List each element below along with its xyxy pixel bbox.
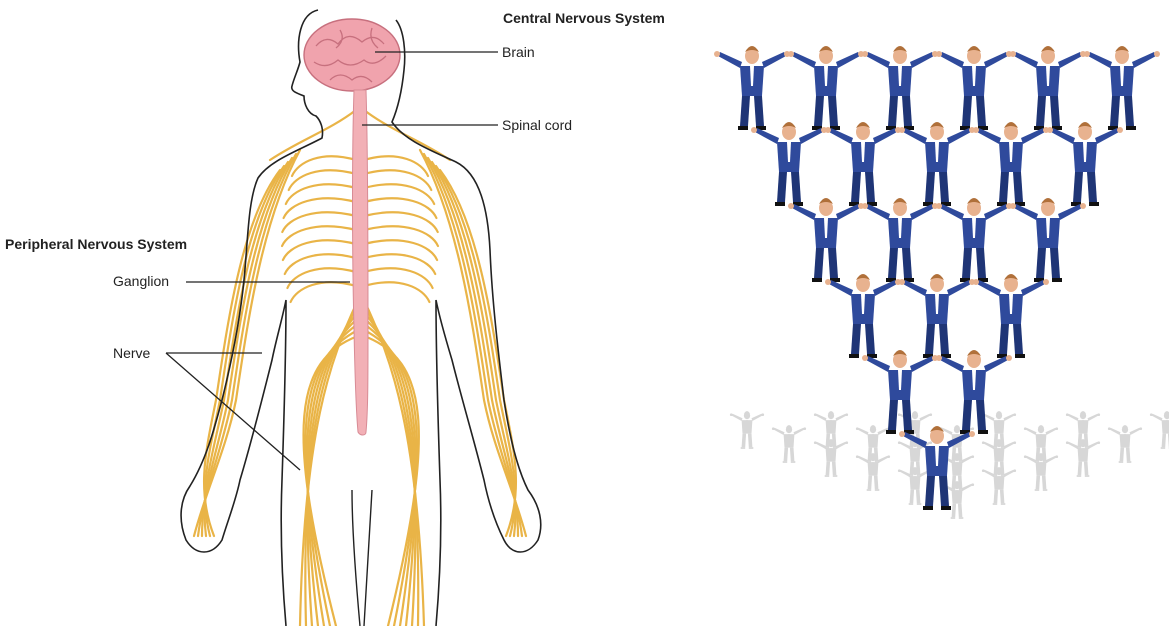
- nerve-stroke: [364, 226, 438, 246]
- nerve-stroke: [291, 282, 356, 302]
- nerve-label: Nerve: [113, 345, 150, 361]
- businessman-figure: [899, 122, 975, 206]
- businessman-figure: [730, 411, 764, 449]
- pyramid-people: [714, 46, 1160, 510]
- businessman-figure: [936, 198, 1012, 282]
- businessman-figure: [1010, 46, 1086, 130]
- nerve-stroke: [205, 162, 288, 536]
- nerve-stroke: [364, 282, 429, 302]
- nerve-stroke: [287, 268, 356, 288]
- spinal-cord-label: Spinal cord: [502, 117, 572, 133]
- nerve-stroke: [282, 226, 356, 246]
- businessman-figure: [862, 350, 938, 434]
- nerve-stroke: [440, 170, 516, 536]
- businessman-figure: [1010, 198, 1086, 282]
- businessman-figure: [856, 453, 890, 491]
- ganglion-label: Ganglion: [113, 273, 169, 289]
- nerve-stroke: [282, 212, 356, 232]
- businessman-figure: [751, 122, 827, 206]
- businessman-figure: [936, 46, 1012, 130]
- nerve-stroke: [364, 254, 435, 274]
- businessman-figure: [1084, 46, 1160, 130]
- businessman-figure: [814, 439, 848, 477]
- nerve-stroke: [284, 198, 356, 218]
- nerve-stroke: [270, 110, 356, 160]
- businessman-figure: [788, 46, 864, 130]
- businessman-figure: [788, 198, 864, 282]
- leader-lines: [166, 52, 498, 470]
- businessman-figure: [982, 467, 1016, 505]
- businessmen-pyramid-illustration: [689, 0, 1169, 626]
- businessman-figure: [862, 198, 938, 282]
- businessman-figure: [1047, 122, 1123, 206]
- businessman-figure: [973, 122, 1049, 206]
- nerve-stroke: [364, 330, 417, 626]
- spinal-cord: [353, 90, 369, 435]
- nerve-stroke: [285, 254, 356, 274]
- businessman-figure: [1066, 439, 1100, 477]
- body-legs-inner: [352, 490, 372, 626]
- nerve-stroke: [289, 170, 356, 190]
- nerve-stroke: [304, 336, 358, 626]
- cns-heading: Central Nervous System: [503, 10, 665, 26]
- nerve-stroke: [292, 156, 356, 176]
- nerve-stroke: [283, 240, 356, 260]
- businessman-figure: [973, 274, 1049, 358]
- nerve-stroke: [432, 162, 515, 536]
- businessman-figure: [1108, 425, 1142, 463]
- businessman-figure: [825, 274, 901, 358]
- businessman-figure: [862, 46, 938, 130]
- pns-heading: Peripheral Nervous System: [5, 236, 187, 252]
- nerve-stroke: [364, 170, 431, 190]
- nerve-stroke: [364, 268, 433, 288]
- pyramid-shadow: [730, 411, 1169, 519]
- nerve-stroke: [307, 324, 358, 626]
- businessman-figure: [1150, 411, 1169, 449]
- nervous-system-diagram: [0, 0, 620, 626]
- nerve-stroke: [364, 156, 428, 176]
- nerve-stroke: [364, 240, 437, 260]
- businessman-figure: [825, 122, 901, 206]
- nerve-stroke: [364, 184, 434, 204]
- businessman-figure: [772, 425, 806, 463]
- nerve-stroke: [364, 324, 416, 626]
- nerve-stroke: [364, 212, 438, 232]
- businessman-figure: [714, 46, 790, 130]
- businessman-figure: [899, 274, 975, 358]
- businessman-figure: [1024, 453, 1058, 491]
- nerve-stroke: [286, 184, 356, 204]
- nerve-stroke: [364, 198, 436, 218]
- brain-label: Brain: [502, 44, 535, 60]
- nerve-stroke: [202, 158, 292, 536]
- nerve-stroke: [428, 158, 518, 536]
